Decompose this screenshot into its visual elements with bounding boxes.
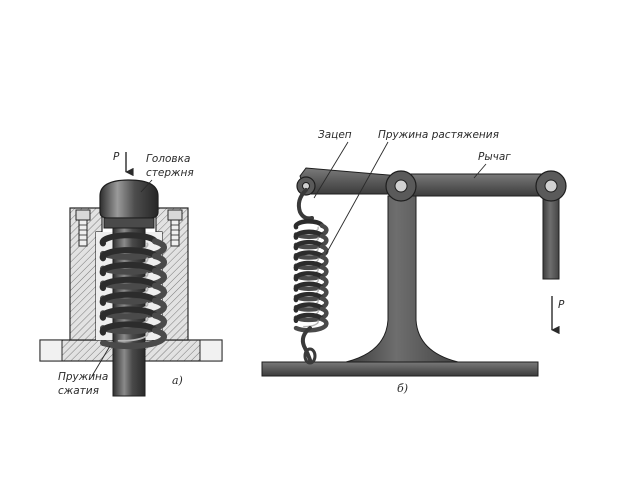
pivot-center <box>385 170 417 202</box>
compression-spring-coil-back <box>99 321 158 336</box>
base-plate <box>261 361 539 377</box>
leader-spring-a <box>91 345 111 377</box>
upper-hook <box>296 188 314 221</box>
figure-a-compression-spring: P Головка стержня Пружина сжатия а) <box>39 151 223 397</box>
compression-spring-coil-back <box>99 276 158 291</box>
pivot-right <box>535 170 567 202</box>
leader-rod-head <box>140 179 153 193</box>
label-extension-spring: Пружина растяжения <box>378 129 499 141</box>
pivot-left <box>296 176 316 196</box>
compression-spring-coil-highlight <box>117 331 149 342</box>
leader-hook <box>313 141 349 199</box>
compression-spring-coil-back <box>99 247 158 262</box>
label-rod-head-line1: Головка <box>146 153 190 165</box>
compression-spring-coil-back <box>99 261 158 277</box>
force-label-b: P <box>558 299 565 311</box>
leader-extension-spring <box>325 141 389 255</box>
leader-lever <box>473 163 487 179</box>
extension-spring-coil-back <box>293 271 325 282</box>
extension-spring-coil-highlight <box>303 320 319 328</box>
caption-a: а) <box>172 374 183 387</box>
label-lever: Рычаг <box>478 151 511 163</box>
extension-spring-coil-back <box>293 312 325 324</box>
compression-spring-coil-front <box>100 327 167 350</box>
caption-b: б) <box>397 382 408 395</box>
lower-eye <box>303 347 317 365</box>
housing-bolt-right <box>167 209 183 247</box>
label-hook: Зацеп <box>318 129 352 141</box>
extension-spring-coil-front <box>293 316 329 333</box>
support-post <box>345 195 459 363</box>
lever-bar <box>399 173 555 197</box>
extension-spring-coil-back <box>293 302 325 313</box>
extension-spring-coil-back <box>293 260 325 272</box>
housing-bolt-left <box>75 209 91 247</box>
compression-spring-coil-back <box>99 232 158 247</box>
label-spring-a-line1: Пружина <box>58 371 108 383</box>
extension-spring-coil-back <box>293 281 325 292</box>
compression-spring-coil-back <box>99 291 158 306</box>
extension-spring <box>293 219 329 333</box>
rod <box>112 213 146 397</box>
lower-hook <box>300 326 312 362</box>
label-rod-head-line2: стержня <box>146 167 194 179</box>
compression-spring-coil-back <box>99 306 158 321</box>
extension-spring-coil-back <box>293 219 325 230</box>
extension-spring-coil-back <box>293 229 325 240</box>
figure-b-extension-spring: Зацеп Пружина растяжения Рычаг P б) <box>261 129 567 395</box>
extension-spring-coil-back <box>293 250 325 261</box>
force-label-a: P <box>113 151 120 163</box>
extension-spring-coil-back <box>293 291 325 303</box>
extension-spring-coil-back <box>293 239 325 251</box>
label-spring-a-line2: сжатия <box>58 385 99 397</box>
compression-spring <box>99 232 167 350</box>
rod-head <box>99 179 159 229</box>
